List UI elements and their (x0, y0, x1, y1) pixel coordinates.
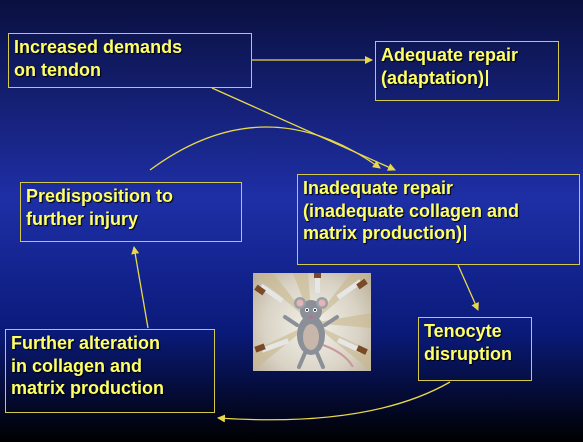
box-inadequate-repair-text: Inadequate repair (inadequate collagen a… (303, 178, 519, 243)
text-cursor (486, 70, 488, 86)
box-further-alteration-text: Further alteration in collagen and matri… (11, 333, 164, 398)
text-cursor (464, 225, 466, 241)
arrow-inadequate-to-tenocyte (458, 265, 478, 310)
box-tenocyte-disruption-text: Tenocyte disruption (424, 321, 512, 364)
box-adequate-repair-text: Adequate repair (adaptation) (381, 45, 518, 88)
box-further-alteration: Further alteration in collagen and matri… (5, 329, 215, 413)
rat-illustration (253, 273, 371, 371)
box-increased-demands-text: Increased demands on tendon (14, 37, 182, 80)
arrow-further-alteration-to-predisposition (134, 247, 148, 328)
arrow-tenocyte-to-further-alteration (218, 382, 450, 420)
box-predisposition-text: Predisposition to further injury (26, 186, 173, 229)
box-adequate-repair: Adequate repair (adaptation) (375, 41, 559, 101)
box-tenocyte-disruption: Tenocyte disruption (418, 317, 532, 381)
box-inadequate-repair: Inadequate repair (inadequate collagen a… (297, 174, 580, 265)
cartoon-rat-with-flying-knives-image (253, 273, 371, 371)
box-increased-demands: Increased demands on tendon (8, 33, 252, 88)
box-predisposition: Predisposition to further injury (20, 182, 242, 242)
